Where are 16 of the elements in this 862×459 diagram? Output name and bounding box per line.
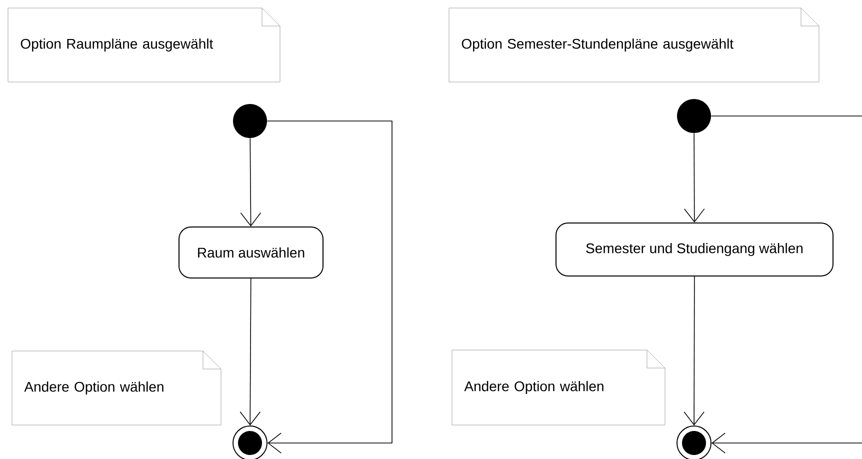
arrow bbox=[684, 132, 705, 222]
note: Andere Option wählen bbox=[12, 350, 222, 426]
arrow bbox=[240, 138, 262, 226]
end-node bbox=[232, 426, 268, 459]
start-node bbox=[233, 104, 267, 138]
note: Option Semester-Stundenpläne ausgewählt bbox=[448, 8, 820, 82]
note: Option Raumpläne ausgewählt bbox=[8, 8, 280, 82]
arrow bbox=[240, 278, 261, 426]
arrow bbox=[266, 120, 392, 454]
arrow bbox=[710, 116, 862, 454]
arrow bbox=[684, 276, 704, 426]
start-node bbox=[677, 99, 711, 133]
action-box: Raum auswählen bbox=[178, 226, 324, 278]
action-box: Semester und Studiengang wählen bbox=[556, 222, 834, 276]
note: Andere Option wählen bbox=[452, 350, 666, 426]
end-node bbox=[676, 426, 712, 459]
